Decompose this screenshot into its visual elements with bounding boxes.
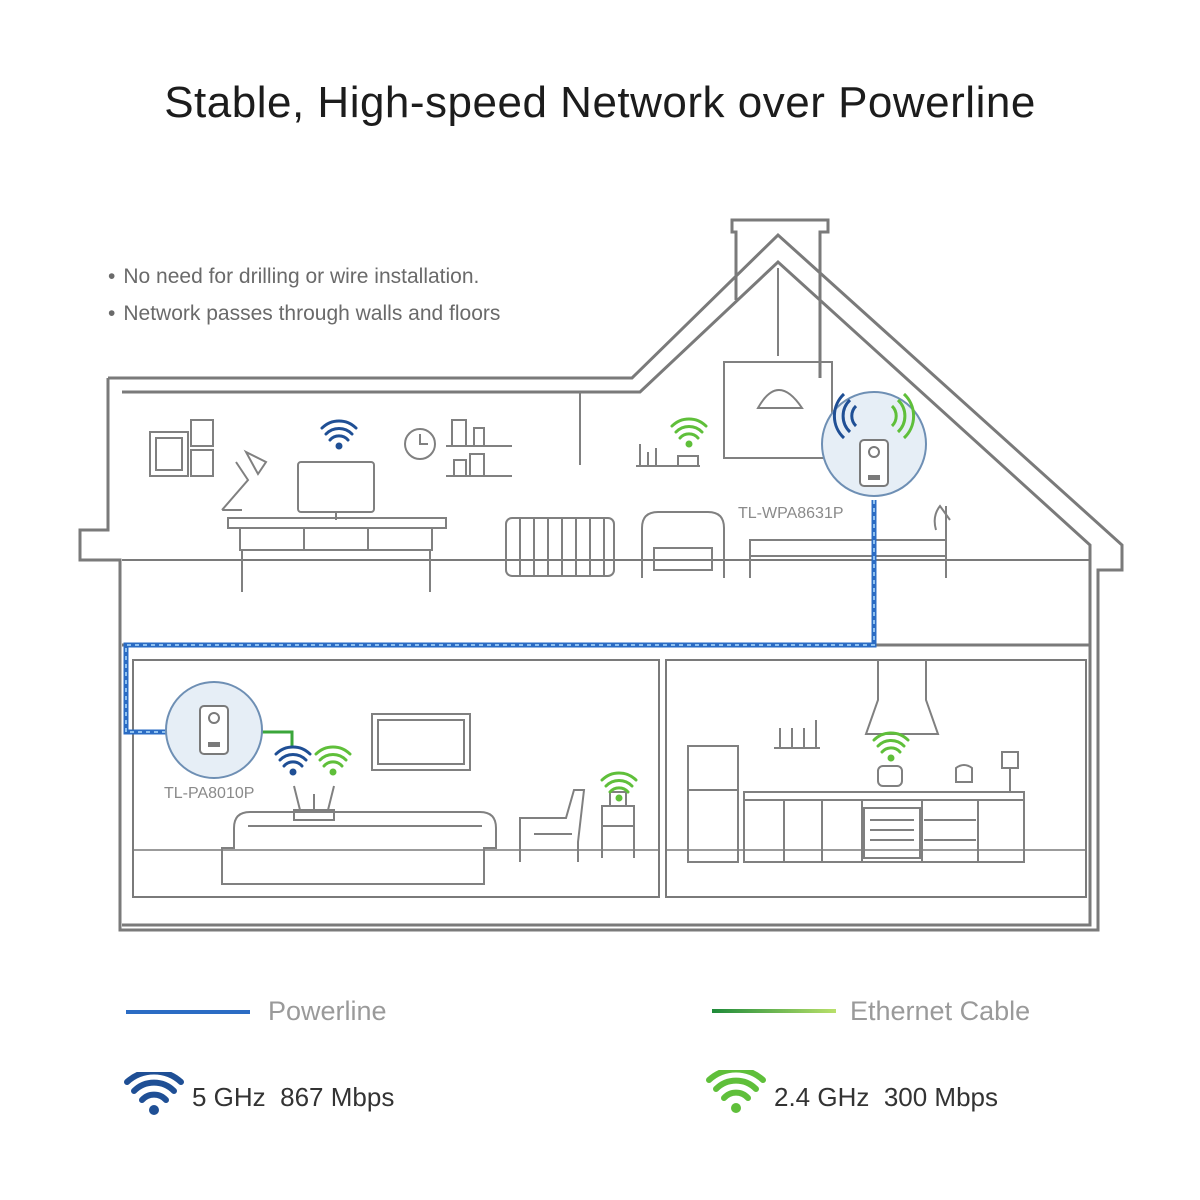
pendant-lamp	[756, 268, 804, 409]
device-label-upper: TL-WPA8631P	[738, 505, 844, 522]
kitchen-counter	[743, 791, 1025, 863]
tv-frame	[371, 713, 471, 771]
wifi-5ghz-icon-router	[274, 745, 312, 776]
wifi-5ghz-icon-monitor	[320, 419, 358, 450]
side-table	[601, 791, 635, 858]
device-label-lower: TL-PA8010P	[164, 785, 254, 802]
house-outline	[78, 218, 1124, 932]
kitchen-room	[665, 659, 1087, 898]
wifi-extender-icon	[821, 391, 927, 497]
router	[293, 785, 335, 821]
ethernet-route	[262, 730, 294, 748]
powerline-route	[123, 500, 877, 735]
monitor	[297, 461, 375, 513]
rice-cooker	[877, 765, 903, 787]
desk-lamp	[221, 449, 268, 511]
wall-clock	[404, 428, 436, 460]
powerline-legend-label: Powerline	[268, 996, 387, 1026]
ethernet-legend-swatch	[712, 1009, 836, 1013]
feature-item-no-drilling: No need for drilling or wire installatio…	[108, 258, 500, 295]
wifi-24ghz-icon-shelf	[670, 417, 708, 448]
powerline-legend-swatch	[126, 1010, 250, 1014]
shelf	[446, 419, 512, 477]
armchair	[641, 511, 725, 578]
picture-frame-small	[190, 419, 214, 447]
oven	[863, 807, 921, 859]
sofa	[221, 811, 497, 885]
bookshelf-small	[636, 444, 700, 467]
wifi-24ghz-icon-kitchen	[872, 731, 910, 762]
lounge-chair	[519, 789, 586, 862]
wifi-5ghz-speed: 5 GHz 867 Mbps	[192, 1082, 395, 1112]
lower-floor-furniture	[221, 660, 1025, 885]
fridge	[687, 745, 739, 863]
radiator	[505, 517, 615, 577]
picture-frame	[149, 431, 189, 477]
attic-window	[723, 361, 833, 459]
powerline-adapter-icon	[165, 681, 263, 779]
ethernet-legend-label: Ethernet Cable	[850, 996, 1031, 1026]
wifi-24ghz-icon-lamp	[600, 771, 638, 802]
wifi-24ghz-icon-router	[314, 745, 352, 776]
room-wifi-signals	[274, 417, 910, 802]
bed	[749, 504, 951, 578]
living-room	[132, 659, 660, 898]
wifi-24ghz-icon	[706, 1070, 766, 1113]
wifi-5ghz-icon	[124, 1072, 184, 1115]
feature-list: No need for drilling or wire installatio…	[108, 258, 500, 332]
house-inner-wall	[122, 259, 1092, 927]
range-hood	[864, 660, 940, 735]
kettle	[955, 764, 973, 783]
wine-glasses	[774, 720, 820, 749]
wall-socket	[1001, 751, 1019, 769]
upper-floor-furniture	[149, 268, 951, 592]
wifi-24ghz-speed: 2.4 GHz 300 Mbps	[774, 1082, 998, 1112]
feature-item-through-walls: Network passes through walls and floors	[108, 295, 500, 332]
page-title: Stable, High-speed Network over Powerlin…	[164, 78, 1036, 127]
chimney	[730, 218, 830, 378]
house-outer-wall	[78, 232, 1124, 932]
